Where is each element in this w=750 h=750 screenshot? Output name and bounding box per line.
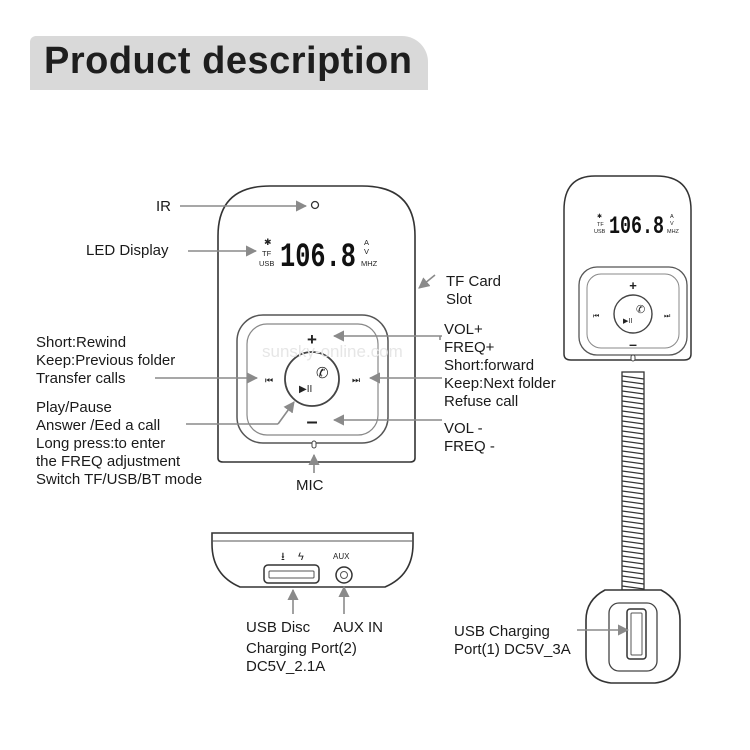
svg-text:V: V [364, 247, 369, 256]
svg-text:MHZ: MHZ [361, 259, 378, 268]
svg-text:⏭: ⏭ [664, 313, 671, 320]
svg-text:A: A [364, 238, 369, 247]
front-device: ✱ TF USB 106.8 A V MHZ + – ⏮ ⏭ ✆ ▶II [217, 185, 416, 463]
svg-text:MHZ: MHZ [667, 229, 680, 235]
label-usb-disc: USB Disc [246, 619, 311, 636]
led-display: ✱ TF USB 106.8 A V MHZ [259, 237, 378, 277]
page-title: Product description [44, 40, 413, 82]
label-mic: MIC [296, 477, 324, 494]
charger-plug [585, 589, 681, 684]
svg-text:⏮: ⏮ [593, 313, 599, 320]
svg-text:✆: ✆ [636, 304, 645, 316]
svg-text:✱: ✱ [597, 213, 602, 220]
bluetooth-icon: ✱ [264, 237, 272, 247]
lightning-icon: ϟ [298, 551, 304, 563]
front-callouts [155, 200, 442, 473]
next-button: ⏭ [352, 375, 360, 385]
phone-icon: ✆ [316, 365, 329, 382]
gooseneck [621, 371, 645, 591]
svg-text:–: – [629, 336, 637, 352]
usb-symbol-icon: ⭳ [281, 551, 285, 563]
svg-text:V: V [670, 221, 674, 227]
label-charging-port-2: Charging Port(2)DC5V_2.1A [246, 640, 357, 675]
svg-text:USB: USB [259, 259, 274, 268]
prev-button: ⏮ [265, 375, 273, 385]
frequency-readout: 106.8 [280, 239, 356, 277]
side-view-device: ✱ TF USB 106.8 A V MHZ + – ⏮ ⏭ ✆ ▶II [563, 175, 692, 362]
svg-text:USB: USB [594, 229, 606, 235]
title-banner [30, 36, 428, 90]
label-vol-minus: VOL -FREQ - [444, 420, 495, 455]
watermark: sunsky-online.com [262, 342, 403, 361]
vol-minus-button: – [306, 411, 317, 433]
vol-plus-button: + [307, 330, 317, 349]
play-call-button [284, 351, 340, 407]
mic-hole [311, 440, 317, 449]
label-aux-in: AUX IN [333, 619, 384, 636]
svg-text:AUX: AUX [333, 552, 350, 561]
svg-text:A: A [670, 214, 674, 220]
bottom-view-device: ⭳ ϟ AUX [211, 532, 414, 588]
svg-text:TF: TF [262, 249, 272, 258]
bottom-callouts [287, 585, 350, 614]
label-vol-plus: VOL+FREQ+ [444, 321, 495, 356]
label-led-display: LED Display [86, 242, 169, 259]
side-frequency-readout: 106.8 [609, 212, 664, 241]
svg-text:▶II: ▶II [623, 318, 632, 325]
ir-sensor [310, 200, 320, 210]
label-ir: IR [156, 198, 171, 215]
svg-text:TF: TF [597, 222, 604, 228]
play-pause-icon: ▶II [299, 384, 312, 395]
svg-text:+: + [629, 278, 637, 293]
